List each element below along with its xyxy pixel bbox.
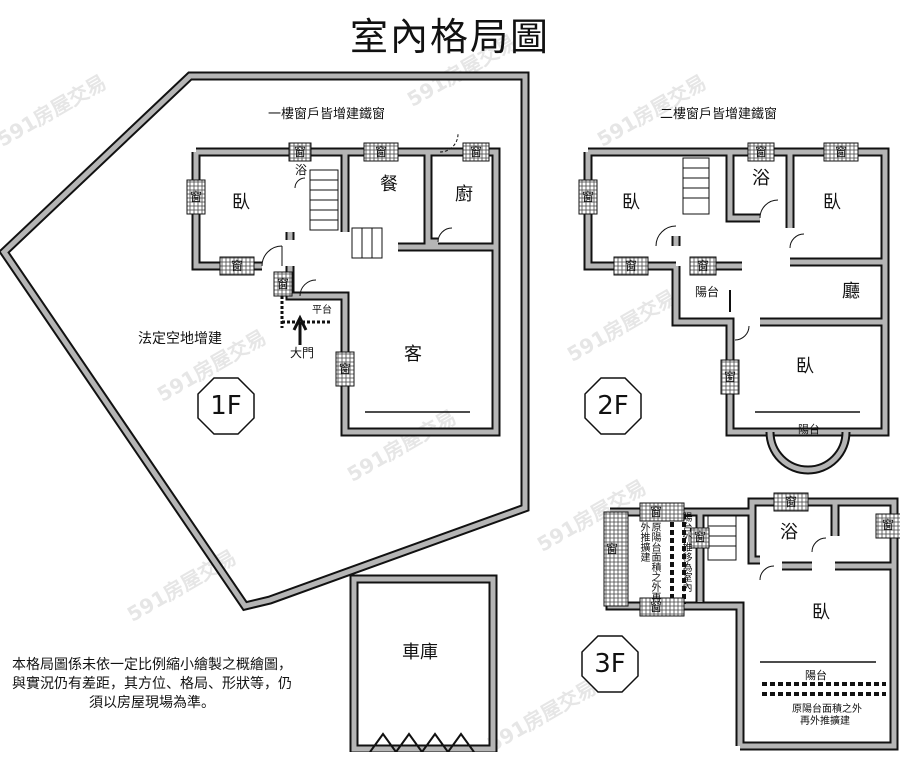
window-label: 窗: [650, 600, 663, 614]
floor1-badge-label: 1F: [210, 391, 242, 421]
floor3-note-bottom-line1: 原陽台面積之外: [792, 704, 862, 715]
floor2-bedroom-left-label: 臥: [622, 192, 640, 213]
floor2-hall-label: 廳: [842, 281, 860, 302]
window-label: 窗: [582, 190, 595, 204]
window-label: 窗: [835, 145, 848, 159]
window-label: 窗: [190, 190, 203, 204]
window-label: 窗: [470, 145, 483, 159]
window-label: 窗: [375, 145, 388, 159]
floor2-badge-label: 2F: [597, 391, 629, 421]
floor2-window-note: 二樓窗戶皆增建鐵窗: [660, 107, 778, 122]
window-label: 窗: [650, 505, 663, 519]
window-label: 窗: [294, 145, 307, 159]
floor1-window-note: 一樓窗戶皆增建鐵窗: [268, 107, 386, 122]
floor1-entrance-label: 大門: [290, 346, 315, 360]
garage-walls: [349, 574, 498, 752]
floor2-bath-label: 浴: [752, 168, 770, 189]
floor1-bedroom-label: 臥: [232, 192, 250, 213]
floor3-note-mid: 陽台外推移為室內: [680, 512, 691, 592]
floor2-balcony-bottom-label: 陽台: [798, 423, 820, 436]
window-label: 窗: [277, 277, 290, 291]
floor1-living-label: 客: [404, 344, 422, 365]
floor3-note-bottom-line2: 再外推擴建: [800, 716, 850, 727]
window-label: 窗: [625, 259, 638, 273]
floor2-bedroom-bottom-label: 臥: [796, 356, 814, 377]
window-label: 窗: [339, 362, 352, 376]
floor3-bedroom-label: 臥: [812, 602, 830, 623]
window-label: 窗: [697, 259, 710, 273]
window-label: 窗: [606, 542, 619, 556]
disclaimer-note: 本格局圖係未依一定比例縮小繪製之概繪圖，與實況仍有差距，其方位、格局、形狀等，仍…: [12, 657, 292, 711]
floor1-outer-boundary: [0, 71, 530, 612]
floor1-kitchen-label: 廚: [455, 184, 473, 205]
window-label: 窗: [785, 495, 798, 509]
window-label: 窗: [755, 145, 768, 159]
garage-label: 車庫: [402, 642, 438, 663]
floor2-balcony-mid-label: 陽台: [695, 285, 720, 299]
floor3-note-left: 原陽台面積之外再外推擴建: [638, 522, 660, 602]
window-label: 窗: [231, 259, 244, 273]
floor1-bath-label: 浴: [295, 163, 308, 177]
window-label: 窗: [724, 370, 737, 384]
floor2-bedroom-right-label: 臥: [823, 192, 841, 213]
window-symbols: [186, 142, 900, 617]
floor3-badge-label: 3F: [594, 649, 626, 679]
floor-badges: [197, 377, 642, 693]
floor1-outdoor-label: 法定空地增建: [138, 331, 222, 347]
window-label: 窗: [882, 518, 895, 532]
floor3-bath-label: 浴: [780, 522, 798, 543]
window-label: 窗: [694, 530, 707, 544]
floor1-platform-label: 平台: [312, 305, 332, 316]
floor3-balcony-label: 陽台: [805, 669, 827, 682]
page-title: 室內格局圖: [349, 15, 550, 59]
floor1-dining-label: 餐: [380, 174, 398, 195]
